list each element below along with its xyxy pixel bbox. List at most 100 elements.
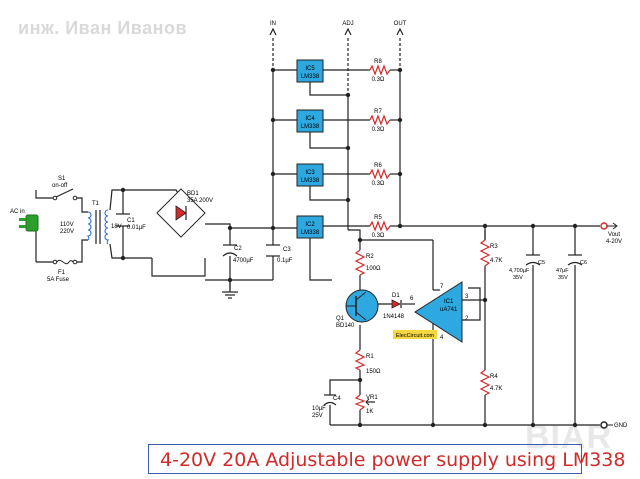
site-label: ElecCircuit.com [396,333,435,339]
primary-110v: 110V [60,222,74,228]
r5-ref: R5 [374,215,382,221]
opamp-pin4: 4 [440,335,444,341]
ic1-ref: IC1 [444,299,454,305]
ic2-ref: IC2 [305,222,315,228]
opamp-icon [414,281,463,343]
c2-ref: C2 [234,246,242,252]
c3-capacitor-icon [266,244,280,257]
ac-in-label: AC in [10,209,25,215]
r6-value: 0.3Ω [372,181,385,187]
c1-value: 0.01µF [127,225,146,231]
q1-ref: Q1 [336,316,345,322]
regulator-ic5: IC5 LM338 [296,59,324,83]
fuse-icon [52,259,78,265]
in-terminal-label: IN [270,21,276,27]
ic4-ref: IC4 [305,116,315,122]
c4-value-v: 25V [312,413,323,419]
bd1-value: 35A 200V [187,198,213,204]
ic3-part: LM338 [301,178,320,184]
r4-value: 4.7K [490,386,502,392]
junctions [120,67,578,428]
r2-value: 100Ω [366,266,381,272]
bridge-rectifier-icon [156,188,206,238]
switch-icon [52,188,78,201]
ac-plug-icon [19,214,39,232]
out-terminal-label: OUT [394,21,407,27]
ic2-part: LM338 [301,230,320,236]
c3-ref: C3 [283,247,291,253]
c4-ref: C4 [333,396,341,402]
d1-ref: D1 [392,293,400,299]
f1-label: 5A Fuse [47,277,70,283]
opamp-pin7: 7 [440,284,444,290]
q1-part: BD140 [336,323,355,329]
ic1-part: uA741 [440,307,458,313]
r7-ref: R7 [374,109,382,115]
secondary-18v: 18V [111,224,122,230]
site-label-bg [393,330,437,339]
r8-value: 0.3Ω [372,77,385,83]
r4-resistor-icon [479,369,491,396]
s1-label: on-off [52,183,68,189]
transformer-icon [86,209,110,245]
gnd-label: GND [614,423,628,429]
opamp-pin6: 6 [410,296,414,302]
ic4-part: LM338 [301,124,320,130]
r6-ref: R6 [374,163,382,169]
diagram-caption: 4-20V 20A Adjustable power supply using … [160,449,626,471]
regulator-ic2: IC2 LM338 [296,215,324,239]
vr1-potentiometer-icon [354,394,374,411]
r3-ref: R3 [490,244,498,250]
r1-value: 150Ω [366,369,381,375]
s1-ref: S1 [58,176,66,182]
vout-terminal-icon [600,222,608,230]
q1-transistor-icon [345,289,379,323]
vr1-value: 1K [366,409,373,415]
r4-ref: R4 [490,374,498,380]
brand-watermark: BIAR [525,418,613,456]
vr1-ref: VR1 [366,395,378,401]
c6-capacitor-icon [567,254,583,266]
gnd-terminal-icon [600,421,608,429]
c6-value-uf: 47µF [556,268,569,274]
ballast-resistor-symbols [369,64,391,232]
caption-frame [148,444,582,474]
opamp-pin3: 3 [465,294,469,300]
d1-part: 1N4148 [383,314,405,320]
c5-value-v: 35V [513,275,523,281]
f1-ref: F1 [58,270,66,276]
c2-value: 4700µF [233,258,254,264]
d1-diode-icon [391,299,402,309]
vout-range: 4-20V [606,239,622,245]
c5-capacitor-icon [525,254,541,266]
t1-ref: T1 [92,201,100,207]
adj-terminal-label: ADJ [342,21,353,27]
ic5-part: LM338 [301,74,320,80]
r1-resistor-icon [354,349,366,371]
c4-value-uf: 10µF [312,406,326,412]
r7-value: 0.3Ω [372,127,385,133]
regulator-ic3: IC3 LM338 [296,163,324,187]
primary-220v: 220V [60,229,74,235]
c4-capacitor-icon [323,394,337,406]
c6-value-v: 35V [558,275,568,281]
c6-ref: C6 [580,260,587,266]
c5-ref: C5 [538,260,545,266]
r2-ref: R2 [366,254,374,260]
c3-value: 0.1µF [277,258,293,264]
c1-ref: C1 [127,218,135,224]
vout-label: Vout [608,232,620,238]
c5-value-uf: 4,700µF [509,268,530,274]
r1-ref: R1 [366,354,374,360]
r3-value: 4.7K [490,258,502,264]
regulator-ic4: IC4 LM338 [296,109,324,133]
r5-value: 0.3Ω [372,233,385,239]
opamp-pin2: 2 [465,316,469,322]
r2-resistor-icon [354,249,366,276]
bd1-ref: BD1 [187,191,199,197]
r3-resistor-icon [479,239,491,267]
author-watermark: инж. Иван Иванов [18,18,188,38]
ic3-ref: IC3 [305,170,315,176]
c2-capacitor-icon [222,244,238,257]
